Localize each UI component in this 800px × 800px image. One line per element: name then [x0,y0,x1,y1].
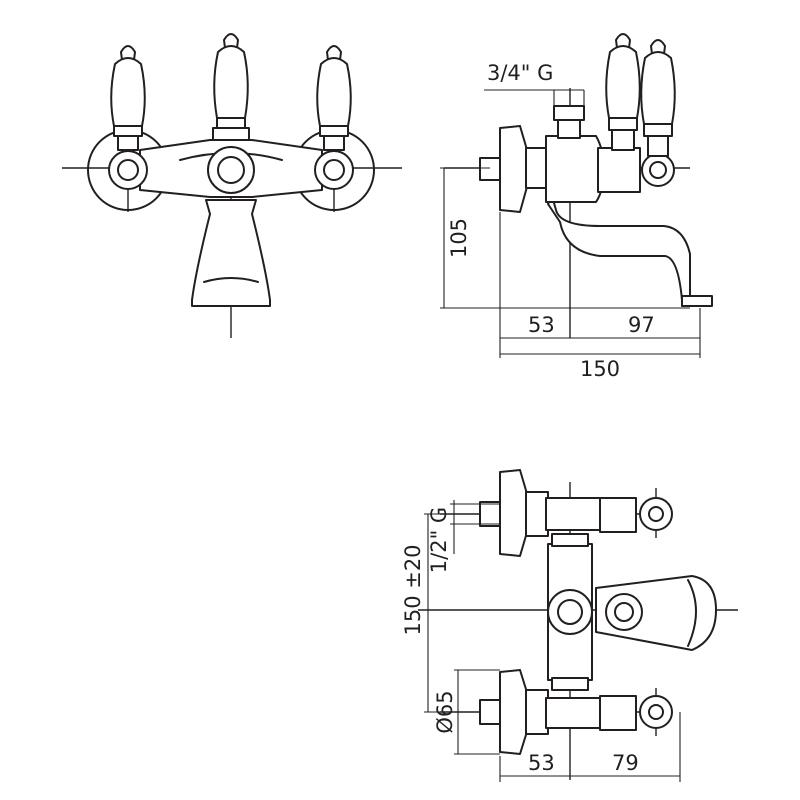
dim-thread-bottom: 1/2" G [427,500,500,573]
dim-side-width: 53 97 150 [499,212,701,381]
side-front-handle [640,39,676,157]
left-lever-handle [110,45,146,151]
side-spout [547,195,701,307]
label-side-left: 53 [528,313,555,337]
label-side-total: 150 [580,357,620,381]
dim-plan-width: 53 79 [499,712,681,782]
center-hub-inner [217,156,245,184]
center-lever-handle [212,33,250,141]
plan-view: 1/2" G 150 ±20 Ø65 53 79 [401,469,738,782]
plan-diverter-hub-inner [614,602,634,622]
plan-center-hub-inner [557,599,583,625]
spout-band [203,277,259,283]
label-thread-top: 3/4" G [487,61,553,85]
plan-spout-rim [687,579,697,647]
plan-body-bottom-cap [551,677,589,691]
side-body [545,135,605,203]
left-valve-hub-outer [108,150,148,190]
label-flange-diameter: Ø65 [433,690,457,733]
front-view [62,33,402,338]
side-valve-block [597,147,641,193]
right-valve-hub-inner [323,159,345,181]
right-lever-handle [316,45,352,151]
dim-flange-diameter: Ø65 [433,669,500,755]
side-top-neck [557,119,581,139]
label-thread-bottom: 1/2" G [427,507,451,573]
dim-height: 105 [440,167,690,309]
front-spout [191,199,271,307]
label-side-right: 97 [628,313,655,337]
plan-center-hub-outer [547,589,593,635]
side-valve-hub [641,153,675,187]
side-valve-hub-inner [649,161,667,179]
dim-thread-top: 3/4" G [484,61,585,108]
plan-diverter-hub-outer [605,593,643,631]
side-top-thread [553,105,585,121]
plan-lower-assembly [479,669,673,755]
label-centers: 150 ±20 [401,544,425,635]
label-plan-left: 53 [528,751,555,775]
center-hub-outer [207,146,255,194]
label-plan-right: 79 [612,751,639,775]
left-valve-hub-inner [117,159,139,181]
label-height: 105 [447,218,471,258]
right-valve-hub-outer [314,150,354,190]
side-nut [525,147,549,189]
plan-upper-assembly [479,469,673,557]
side-spout-outlet [681,295,713,307]
side-rear-handle [605,33,641,151]
dim-centers: 150 ±20 [401,513,450,713]
side-view: 3/4" G 105 53 97 150 [440,33,713,381]
plan-body-top-cap [551,533,589,547]
side-wall-connector [479,157,503,181]
